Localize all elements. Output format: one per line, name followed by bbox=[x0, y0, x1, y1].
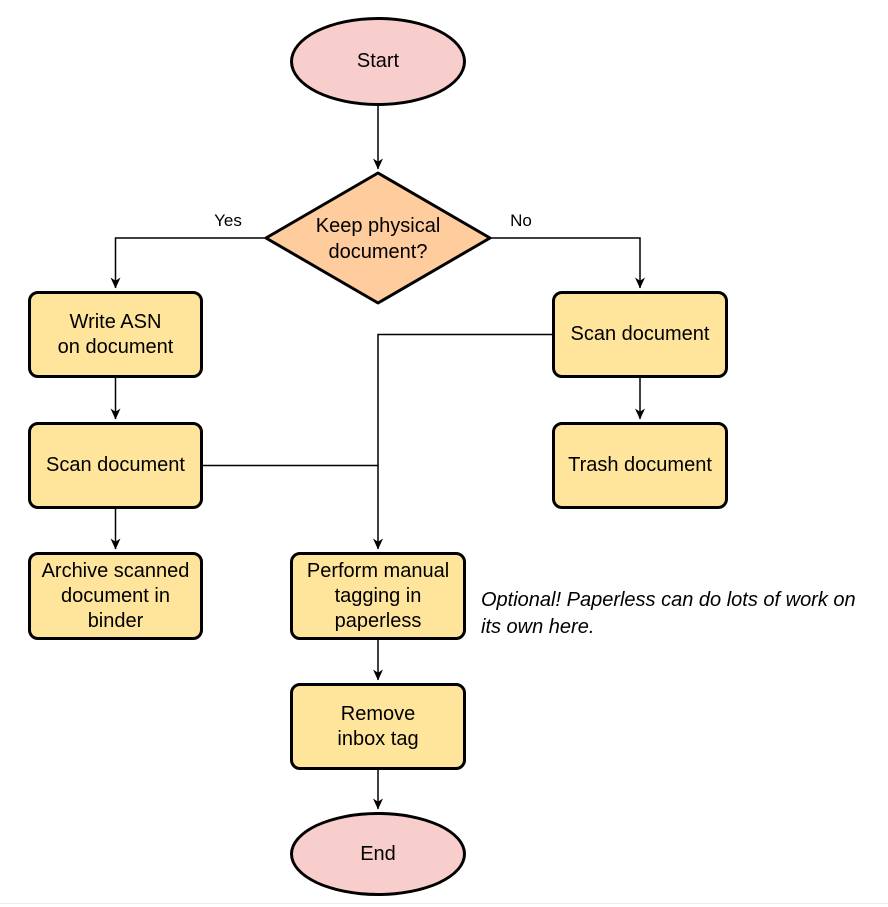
edge-yes-decision-to-write-asn bbox=[110, 237, 266, 289]
node-scan-document-left: Scan document bbox=[28, 422, 203, 509]
node-write-asn-on-document: Write ASN on document bbox=[28, 291, 203, 378]
node-end: End bbox=[290, 812, 466, 896]
edge-scan-right-to-tagging bbox=[373, 333, 552, 550]
node-scan-document-right: Scan document bbox=[552, 291, 728, 378]
bottom-edge-line bbox=[0, 903, 888, 904]
decision-diamond-shape bbox=[264, 171, 492, 305]
node-remove-inbox-tag: Remove inbox tag bbox=[290, 683, 466, 770]
annotation-optional-note: Optional! Paperless can do lots of work … bbox=[481, 589, 856, 638]
edge-label-no: No bbox=[510, 211, 532, 230]
node-trash-document: Trash document bbox=[552, 422, 728, 509]
node-decision-label: Keep physical document? bbox=[315, 215, 441, 263]
edge-no-decision-to-scan-right bbox=[490, 237, 645, 289]
node-start: Start bbox=[290, 17, 466, 106]
edge-label-yes: Yes bbox=[214, 211, 242, 230]
node-perform-manual-tagging: Perform manual tagging in paperless bbox=[290, 552, 466, 640]
node-archive-scanned-document: Archive scanned document in binder bbox=[28, 552, 203, 640]
